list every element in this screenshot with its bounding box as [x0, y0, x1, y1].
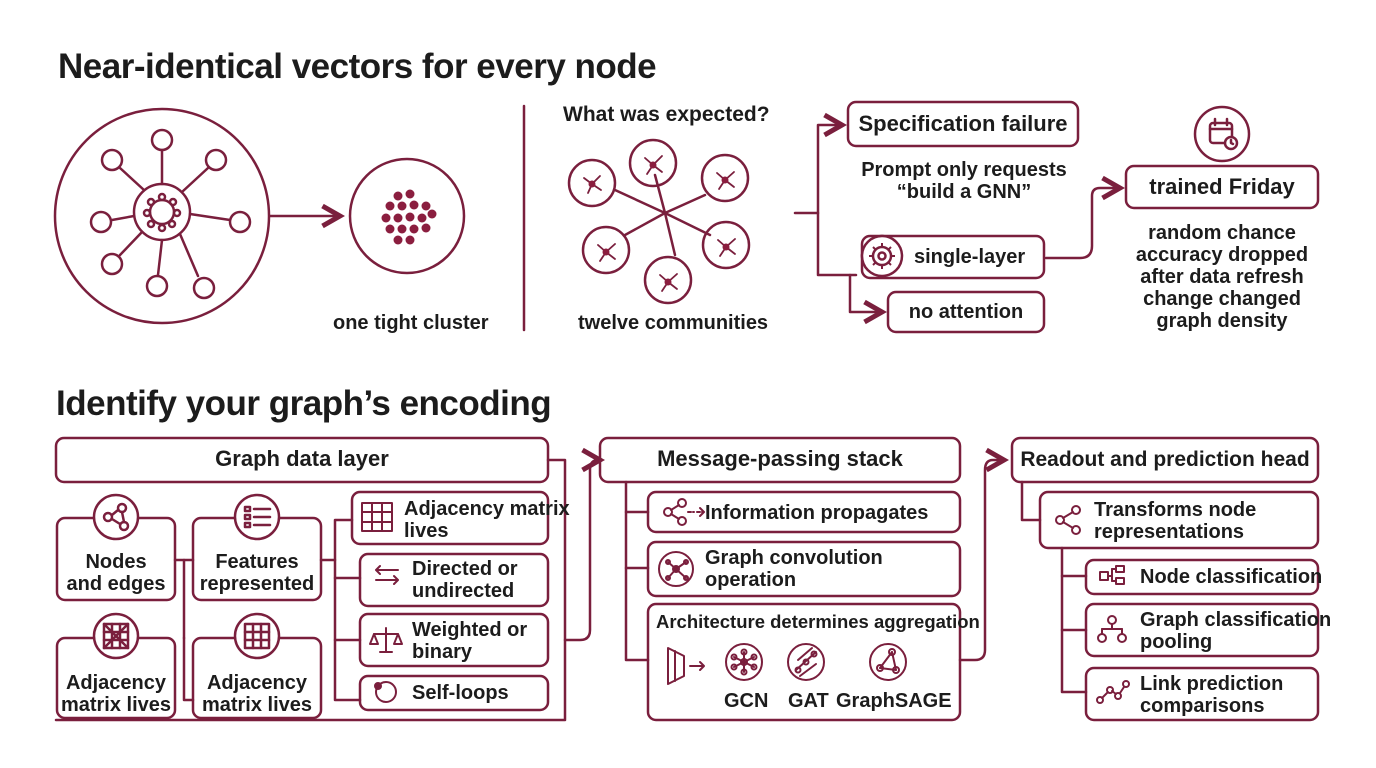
selfloops-label: Self-loops — [412, 682, 509, 704]
arch-box — [646, 602, 962, 722]
weighted-line-1: Weighted or — [412, 619, 528, 641]
weighted-line-2: binary — [412, 641, 473, 663]
table-icon — [361, 502, 393, 532]
readout-header: Readout and prediction head — [1020, 448, 1310, 471]
communities-icon — [567, 138, 751, 305]
gcn-icon — [725, 643, 763, 681]
link-pred-line-2: comparisons — [1140, 695, 1265, 717]
readout-header-box — [1010, 436, 1320, 484]
arrows-icon — [375, 565, 399, 585]
directed-line-2: undirected — [412, 580, 515, 602]
cluster-dots — [381, 189, 437, 245]
directed-line-1: Directed or — [412, 558, 518, 580]
adj-left-line-1: Adjacency — [65, 672, 167, 694]
graph-cls-box — [1084, 602, 1320, 658]
cluster-label: one tight cluster — [333, 312, 489, 334]
nodes-edges-line-2: and edges — [66, 573, 166, 595]
note-line-1: random chance — [1148, 222, 1296, 244]
mp-header-box — [598, 436, 962, 484]
note-line-4: change changed — [1143, 288, 1301, 310]
link-pred-box — [1084, 666, 1320, 722]
tight-cluster-icon — [348, 157, 466, 275]
loop-icon — [374, 681, 397, 703]
graph-cls-line-1: Graph classification — [1140, 609, 1332, 631]
scale-icon — [369, 627, 403, 653]
community-inner-graphs — [583, 155, 736, 292]
no-attention-label: no attention — [908, 301, 1024, 323]
trained-friday-label: trained Friday — [1149, 174, 1295, 199]
spec-failure-box — [846, 100, 1080, 148]
gat-icon — [787, 643, 825, 681]
info-label: Information propagates — [705, 502, 929, 524]
top-title: Near-identical vectors for every node — [58, 47, 657, 86]
prompt-line-2: “build a GNN” — [896, 181, 1032, 203]
directed-box — [358, 552, 550, 608]
note-line-5: graph density — [1156, 310, 1288, 332]
share-nodes-icon — [92, 493, 140, 541]
graphsage-icon — [869, 643, 907, 681]
model-gat: GAT — [788, 690, 829, 712]
mp-header: Message-passing stack — [657, 446, 903, 471]
conv-graph-icon — [658, 551, 694, 587]
graph-cls-line-2: pooling — [1140, 631, 1213, 653]
adj-right-box — [350, 490, 550, 546]
single-layer-label: single-layer — [914, 246, 1026, 268]
no-attention-box — [886, 290, 1046, 334]
share-icon — [1055, 505, 1081, 535]
grid-icon — [233, 612, 281, 660]
propagate-icon — [663, 498, 705, 526]
link-pred-line-1: Link prediction — [1140, 673, 1284, 695]
data-layer-header: Graph data layer — [215, 446, 389, 471]
spec-failure-label: Specification failure — [858, 111, 1068, 136]
node-cls-label: Node classification — [1140, 566, 1323, 588]
list-icon — [233, 493, 281, 541]
info-box — [646, 490, 962, 534]
note-line-3: after data refresh — [1140, 266, 1304, 288]
features-line-2: represented — [199, 573, 315, 595]
funnel-icon — [667, 647, 705, 685]
weighted-box — [358, 612, 550, 668]
trained-friday-box — [1124, 164, 1320, 210]
transforms-line-2: representations — [1094, 521, 1245, 543]
adj-right-line-1: Adjacency matrix — [404, 498, 570, 520]
hierarchy-icon — [1099, 565, 1125, 585]
model-gcn: GCN — [724, 690, 769, 712]
adj-right-line-2: lives — [404, 520, 449, 542]
bottom-title: Identify your graph’s encoding — [56, 384, 552, 423]
selfloops-box — [358, 674, 550, 712]
note-line-2: accuracy dropped — [1135, 244, 1309, 266]
adj-mid-line-2: matrix lives — [201, 694, 313, 716]
link-chart-icon — [1096, 680, 1130, 704]
expected-question: What was expected? — [563, 103, 770, 126]
matrix-icon — [92, 612, 140, 660]
conv-line-1: Graph convolution — [705, 547, 883, 569]
tree-icon — [1097, 615, 1127, 643]
features-line-1: Features — [215, 551, 299, 573]
conv-box — [646, 540, 962, 598]
calendar-clock-icon — [1193, 105, 1251, 163]
communities-label: twelve communities — [578, 312, 769, 334]
node-cls-box — [1084, 558, 1320, 596]
conv-line-2: operation — [705, 569, 797, 591]
transforms-line-1: Transforms node — [1094, 499, 1257, 521]
nodes-edges-line-1: Nodes — [85, 551, 147, 573]
arch-label: Architecture determines aggregation — [656, 611, 980, 632]
adj-left-line-2: matrix lives — [60, 694, 172, 716]
transforms-box — [1038, 490, 1320, 550]
prompt-line-1: Prompt only requests — [861, 159, 1067, 181]
model-graphsage: GraphSAGE — [836, 690, 952, 712]
node-graph-icon — [53, 107, 271, 325]
adj-mid-line-1: Adjacency — [206, 672, 308, 694]
